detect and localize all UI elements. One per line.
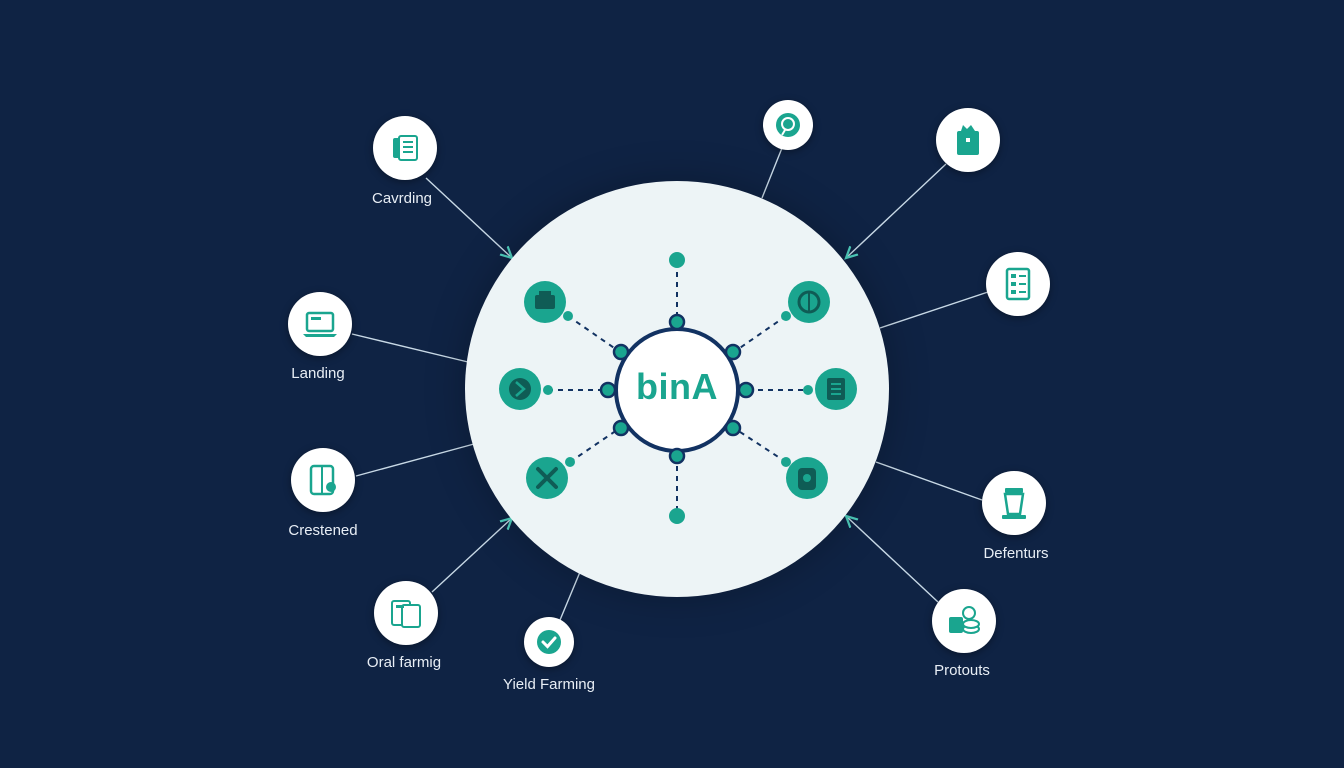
folder-file-icon [391, 600, 421, 628]
laptop-icon [303, 311, 337, 337]
connector-protouts [846, 516, 939, 603]
device-card-icon [309, 464, 336, 496]
check-circle-icon [537, 630, 561, 654]
node-crestened[interactable] [291, 448, 355, 512]
shopping-bag-icon [957, 125, 979, 155]
hub-top-dot [669, 252, 685, 268]
node-landing[interactable] [288, 292, 352, 356]
hub-bottom-dot [669, 508, 685, 524]
node-defenturs[interactable] [982, 471, 1046, 535]
coin-leaf-icon [776, 113, 800, 137]
ledger-icon [815, 368, 857, 410]
node-top-right[interactable] [936, 108, 1000, 172]
label-crestened: Crestened [288, 522, 358, 539]
wallet-icon [524, 281, 566, 323]
hub-brand-text: binA [636, 366, 718, 407]
dollar-coin-icon [788, 281, 830, 323]
connector-yield-farming [559, 571, 581, 621]
label-oral-farming: Oral farmig [366, 654, 442, 671]
swap-coin-icon [499, 368, 541, 410]
cross-tools-icon [526, 457, 568, 499]
node-carding[interactable] [373, 116, 437, 180]
node-right-doc[interactable] [986, 252, 1050, 316]
connector-carding [425, 177, 512, 258]
token-badge-icon [786, 457, 828, 499]
connector-oral-farming [431, 518, 512, 593]
connector-top-right [846, 163, 947, 258]
label-carding: Cavrding [371, 190, 433, 207]
label-yield-farming: Yield Farming [503, 676, 595, 693]
node-protouts[interactable] [932, 589, 996, 653]
connector-landing [351, 333, 469, 363]
node-yield-farming[interactable] [524, 617, 574, 667]
connector-defenturs [875, 461, 983, 501]
checklist-document-icon [1005, 267, 1031, 301]
coin-stack-icon [949, 606, 980, 634]
connector-crestened [355, 443, 475, 477]
connector-right-doc [879, 291, 989, 329]
label-protouts: Protouts [934, 662, 990, 679]
node-oral-farming[interactable] [374, 581, 438, 645]
document-stack-icon [393, 135, 418, 161]
label-defenturs: Defenturs [983, 545, 1049, 562]
connector-top-small [761, 147, 783, 199]
cup-icon [1002, 488, 1026, 519]
node-top-small[interactable] [763, 100, 813, 150]
label-landing: Landing [291, 365, 345, 382]
